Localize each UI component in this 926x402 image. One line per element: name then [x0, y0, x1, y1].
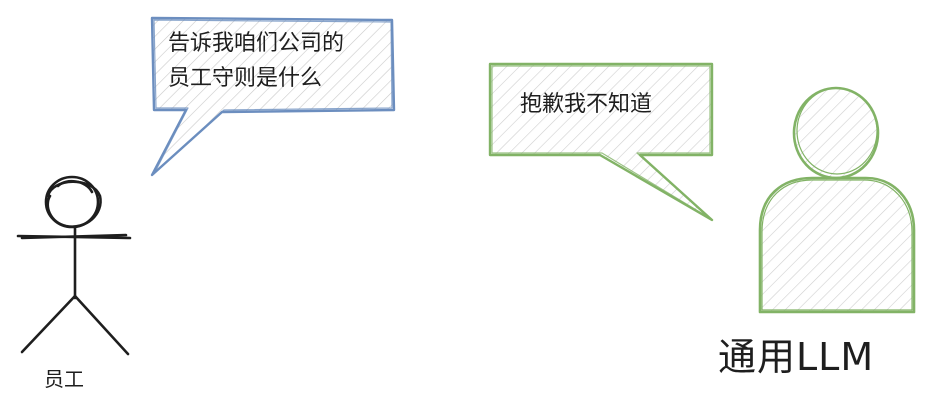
question-line-1: 告诉我咱们公司的	[168, 31, 345, 56]
llm-person-icon	[758, 86, 916, 314]
question-line-2: 员工守则是什么	[168, 66, 323, 91]
llm-label: 通用LLM	[718, 335, 875, 379]
question-bubble-shape	[150, 16, 396, 177]
question-text: 告诉我咱们公司的 员工守则是什么	[168, 26, 344, 96]
answer-text: 抱歉我不知道	[520, 92, 653, 117]
answer-bubble-shape	[488, 62, 714, 222]
employee-stick-figure-icon	[16, 175, 132, 356]
employee-label: 员工	[44, 367, 84, 391]
